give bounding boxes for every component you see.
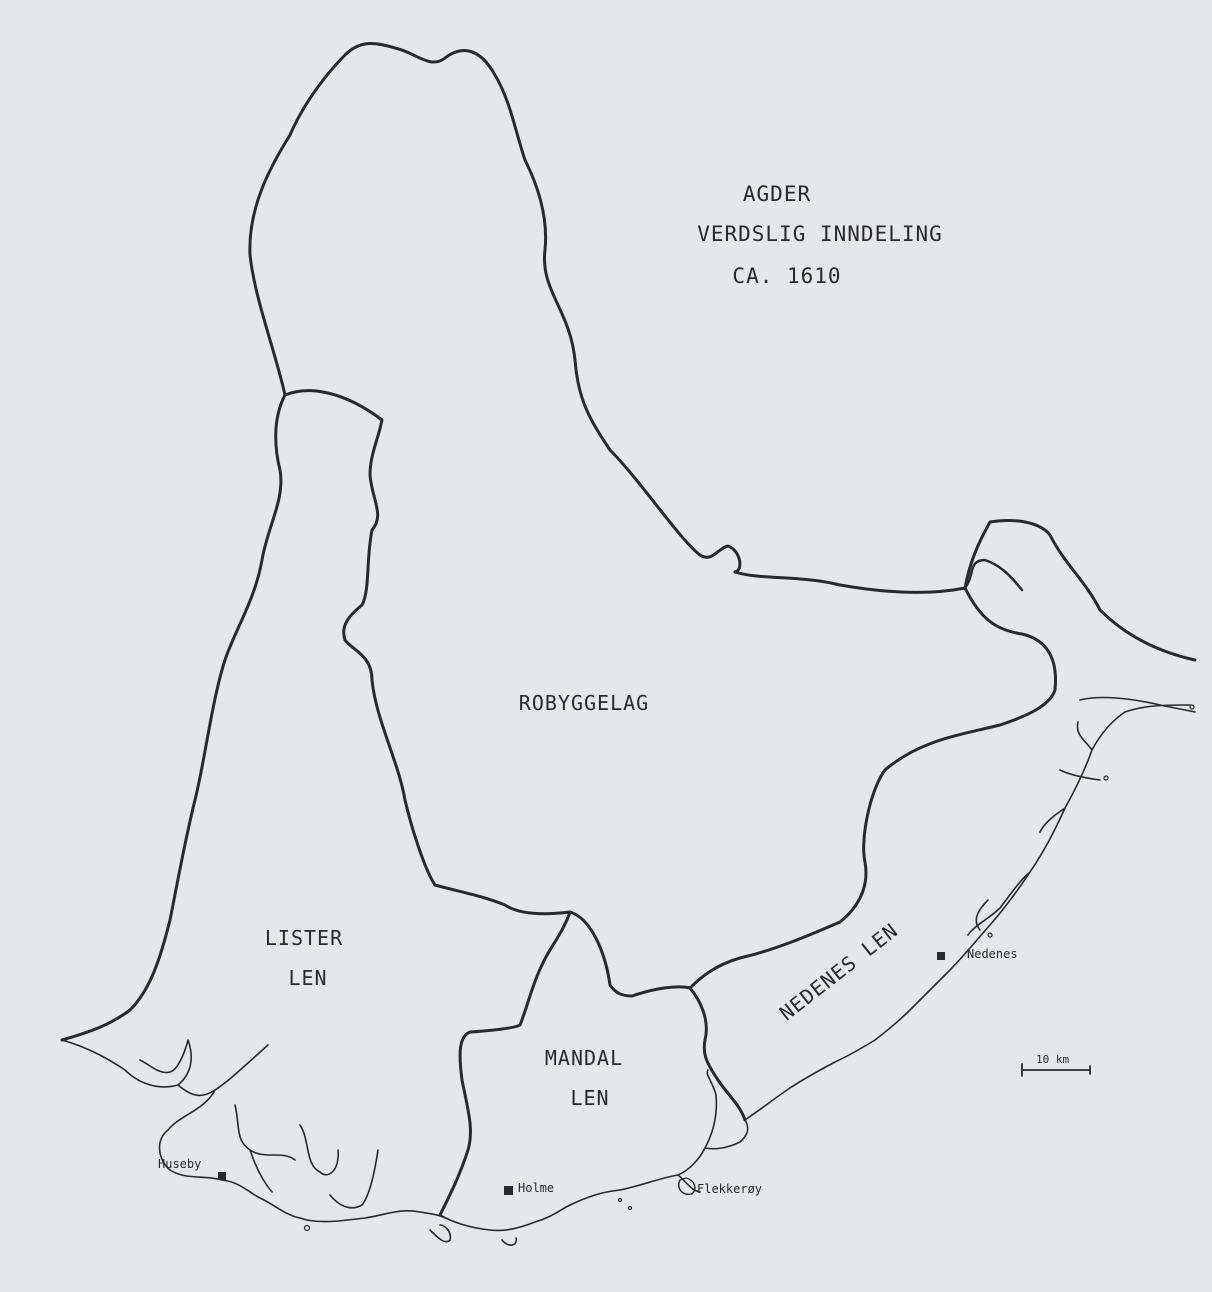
- lister-mandal-boundary: [438, 910, 572, 1217]
- island-dot-1: [987, 932, 993, 938]
- coastline-lister: [61, 1039, 446, 1223]
- island-dot-4: [617, 1197, 623, 1203]
- map-title-line-2: VERDSLIG INNDELING: [697, 222, 943, 246]
- place-label-nedenes: Nedenes: [967, 947, 1018, 961]
- region-label-lister-line-1: LISTER: [264, 926, 344, 950]
- island-flekkeroy: [678, 1177, 696, 1195]
- map-title-line-1: AGDER: [742, 182, 812, 206]
- nedenes-inner-line: [963, 558, 1024, 592]
- place-label-huseby: Huseby: [158, 1157, 202, 1171]
- coastline-mandal: [429, 1069, 749, 1246]
- holme-marker: [504, 1186, 513, 1195]
- island-dot-2: [1103, 775, 1109, 781]
- scale-bar-line: [1021, 1063, 1091, 1077]
- place-label-flekkeroy: Flekkerøy: [697, 1182, 763, 1196]
- nedenes-marker: [937, 952, 945, 960]
- region-label-robyggelag: ROBYGGELAG: [518, 691, 650, 715]
- robyggelag-boundary-west-south: [283, 389, 1058, 998]
- place-label-holme: Holme: [518, 1181, 555, 1195]
- region-label-lister-line-2: LEN: [288, 966, 328, 990]
- region-label-mandal-line-1: MANDAL: [544, 1046, 624, 1070]
- huseby-marker: [218, 1172, 226, 1180]
- map-title-line-3: CA. 1610: [732, 264, 842, 288]
- scale-bar-label: 10 km: [1036, 1053, 1070, 1066]
- coastline-nedenes: [744, 696, 1196, 1121]
- region-label-mandal-line-2: LEN: [570, 1086, 610, 1110]
- island-dot-3: [303, 1224, 311, 1232]
- outer-boundary-north-east: [248, 42, 1197, 662]
- island-dot-5: [627, 1205, 633, 1211]
- island-dot-6: [1189, 704, 1195, 710]
- mandal-nedenes-boundary: [688, 986, 747, 1122]
- lister-west-boundary: [60, 393, 287, 1042]
